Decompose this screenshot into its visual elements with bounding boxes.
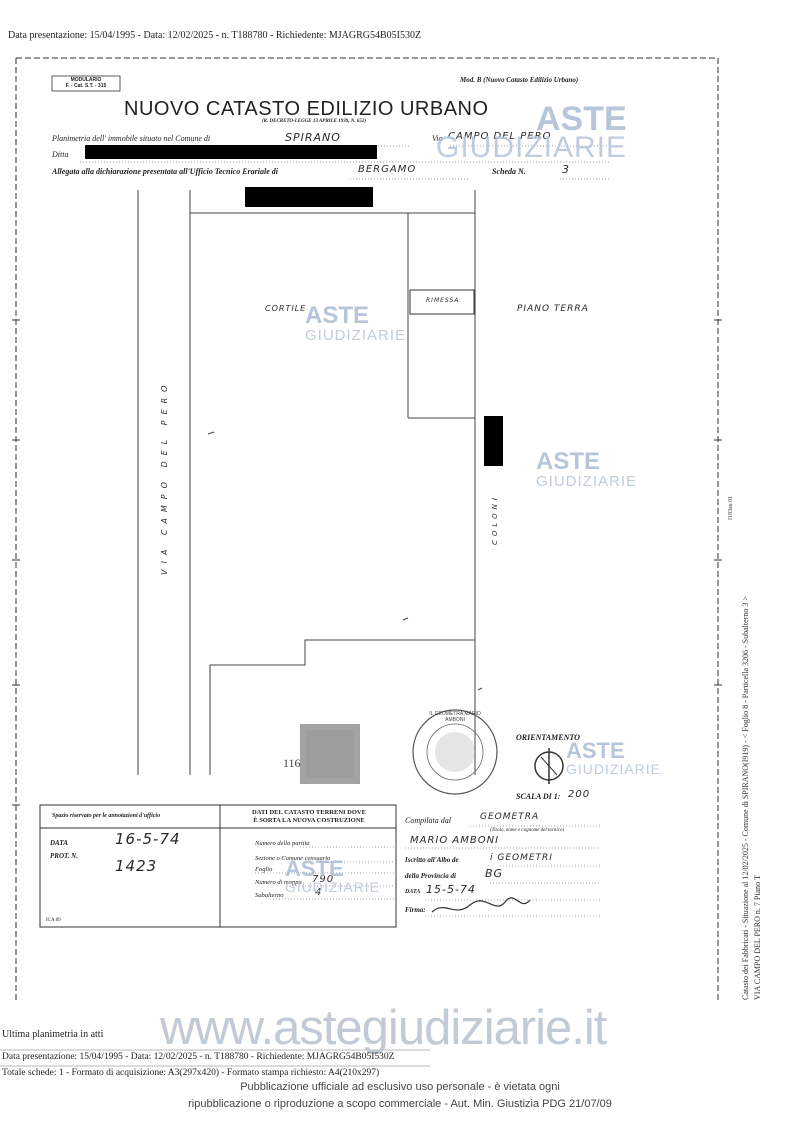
allegata-label: Allegata alla dichiarazione presentata a… [52,167,278,176]
data-value: 16-5-74 [115,830,181,848]
data2-label: DATA [405,889,421,895]
site-watermark: www.astegiudiziarie.it [160,1001,607,1055]
stamp-fragment: 116 [283,756,301,770]
data2-value: 15-5-74 [426,883,476,896]
piano-terra-label: PIANO TERRA [517,304,589,314]
data-label: DATA [50,839,68,847]
numero-mappa-label: Numero di mappa [255,879,302,886]
orientamento-label: ORIENTAMENTO [516,733,580,742]
subalterno-value: 4 [315,887,323,898]
firma-label: Firma: [405,906,426,914]
pubblicazione-line-2: ripubblicazione o riproduzione a scopo c… [188,1098,612,1110]
side-catasto-line: Catasto dei Fabbricati - Situazione al 1… [741,596,750,1000]
iscritto-value: i GEOMETRI [490,853,553,863]
watermark-5: ASTE GIUDIZIARIE [285,856,381,895]
watermark-1: ASTE GIUDIZIARIE [436,100,628,164]
scala-value: 200 [568,789,591,800]
iscritto-label: Iscritto all'Albo de [405,856,459,864]
sezione-label: Sezione o Comune censuario [255,855,331,862]
ica-code: ICA 89 [46,918,61,923]
redaction-ditta [85,145,377,159]
redaction-side-plan [484,416,503,466]
provincia-label: della Provincia di [405,872,456,880]
subalterno-label: Subalterno [255,892,284,899]
prot-label: PROT. N. [50,852,78,860]
compilata-label: Compilata dal [405,816,452,825]
redaction-top-plan [245,187,373,207]
ufficio-value: BERGAMO [358,164,417,175]
watermark-2: ASTE GIUDIZIARIE [305,302,407,344]
ditta-label: Ditta [52,150,69,159]
scala-label: SCALA DI 1: [516,792,561,801]
side-address-line: VIA CAMPO DEL PERO n. 7 Piano T [753,875,762,1000]
via-vertical-label: VIA CAMPO DEL PERO [160,379,169,575]
cortile-label: CORTILE [265,304,307,313]
rimessa-label: RIMESSA [426,297,460,304]
watermark-3: ASTE GIUDIZIARIE [536,448,638,490]
catasto-header-1: DATI DEL CATASTO TERRENI DOVE [252,809,366,816]
provincia-value: BG [485,867,504,880]
decree-note: (R. DECRETO-LEGGE 13 APRILE 1939, N. 652… [262,119,367,124]
catasto-header-2: È SORTA LA NUOVA COSTRUZIONE [253,817,365,824]
footer-data-line: Data presentazione: 15/04/1995 - Data: 1… [2,1052,395,1062]
scheda-value: 3 [562,163,570,176]
annotazioni-header: Spazio riservato per le annotazioni d'uf… [52,813,161,819]
foglio-label: Foglio [255,866,273,873]
via-label: Via [432,134,443,143]
modulario-label: MODULARIO [70,77,102,83]
pubblicazione-line-1: Pubblicazione ufficiale ad esclusivo uso… [240,1081,560,1093]
modulario-code: F. - Cat. S.T. - 315 [65,83,107,89]
mod-b-label: Mod. B (Nuovo Catasto Edilizio Urbano) [460,76,579,84]
scheda-label: Scheda N. [492,167,526,176]
top-header-line: Data presentazione: 15/04/1995 - Data: 1… [8,30,422,41]
tecnico-name: MARIO AMBONI [410,835,500,846]
compilata-value: GEOMETRA [480,812,540,822]
prot-value: 1423 [115,857,158,875]
comune-value: SPIRANO [285,131,341,144]
seal-text: IL GEOMETRA MARIO AMBONI [429,711,481,723]
via-value: CAMPO DEL PERO [448,131,552,142]
watermark-4: ASTE GIUDIZIARIE [566,738,662,777]
footer-schede-line: Totale schede: 1 - Formato di acquisizio… [2,1068,380,1078]
side-code: I183au 01 [728,495,734,520]
numero-mappa-value: 790 [312,874,335,885]
ultima-planimetria: Ultima planimetria in atti [2,1029,104,1040]
form-title: NUOVO CATASTO EDILIZIO URBANO [124,98,489,120]
planimetria-label: Planimetria dell' immobile situato nel C… [52,134,211,143]
compilata-note: (Titolo, nome e cognome del tecnico) [490,828,565,833]
numero-partita-label: Numero della partita [255,840,310,847]
coloni-vertical-label: COLONI [491,494,499,545]
